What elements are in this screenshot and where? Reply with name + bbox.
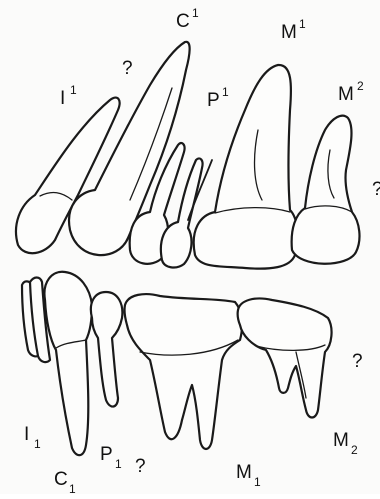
lower-molar-2	[238, 298, 332, 417]
label-upper-premolar-mark: 1	[222, 85, 229, 99]
label-upper-incisor: I 1	[60, 83, 77, 109]
lower-molar-1	[125, 294, 242, 449]
label-lower-premolar-base: P	[100, 444, 113, 465]
label-lower-canine-base: C	[54, 469, 68, 490]
label-upper-m1-base: M	[281, 22, 297, 43]
label-lower-premolar: P 1	[100, 444, 122, 471]
lower-premolar-1	[91, 292, 123, 407]
label-upper-canine-mark: 1	[192, 6, 199, 20]
label-lower-canine: C 1	[54, 469, 76, 494]
label-upper-m1: M 1	[281, 17, 306, 43]
label-upper-m2-base: M	[338, 84, 354, 105]
label-upper-m1-mark: 1	[299, 17, 306, 31]
label-question-top: ?	[122, 58, 133, 79]
lower-canine	[44, 272, 92, 455]
label-question-right-upper: ?	[372, 179, 380, 200]
label-upper-premolar-base: P	[207, 90, 220, 111]
label-upper-m2-mark: 2	[357, 79, 364, 93]
label-lower-m1-base: M	[236, 462, 252, 483]
label-upper-m2: M 2	[338, 79, 364, 105]
label-upper-canine-base: C	[176, 11, 190, 32]
label-upper-premolar: P 1	[207, 85, 229, 111]
label-lower-m1-mark: 1	[254, 475, 261, 489]
label-upper-canine: C 1	[176, 6, 199, 32]
label-lower-canine-mark: 1	[69, 482, 76, 494]
label-upper-incisor-mark: 1	[70, 83, 77, 97]
label-lower-m2-base: M	[333, 430, 349, 451]
label-lower-incisor-mark: 1	[34, 437, 41, 451]
label-lower-incisor-base: I	[24, 424, 29, 445]
label-lower-m1: M 1	[236, 462, 261, 489]
label-question-bottom: ?	[135, 456, 146, 477]
label-lower-premolar-mark: 1	[115, 457, 122, 471]
label-lower-incisor: I 1	[24, 424, 41, 451]
label-upper-incisor-base: I	[60, 88, 65, 109]
upper-molar-2	[292, 116, 360, 264]
label-question-right-lower: ?	[352, 351, 363, 372]
label-lower-m2-mark: 2	[351, 443, 358, 457]
label-lower-m2: M 2	[333, 430, 358, 457]
